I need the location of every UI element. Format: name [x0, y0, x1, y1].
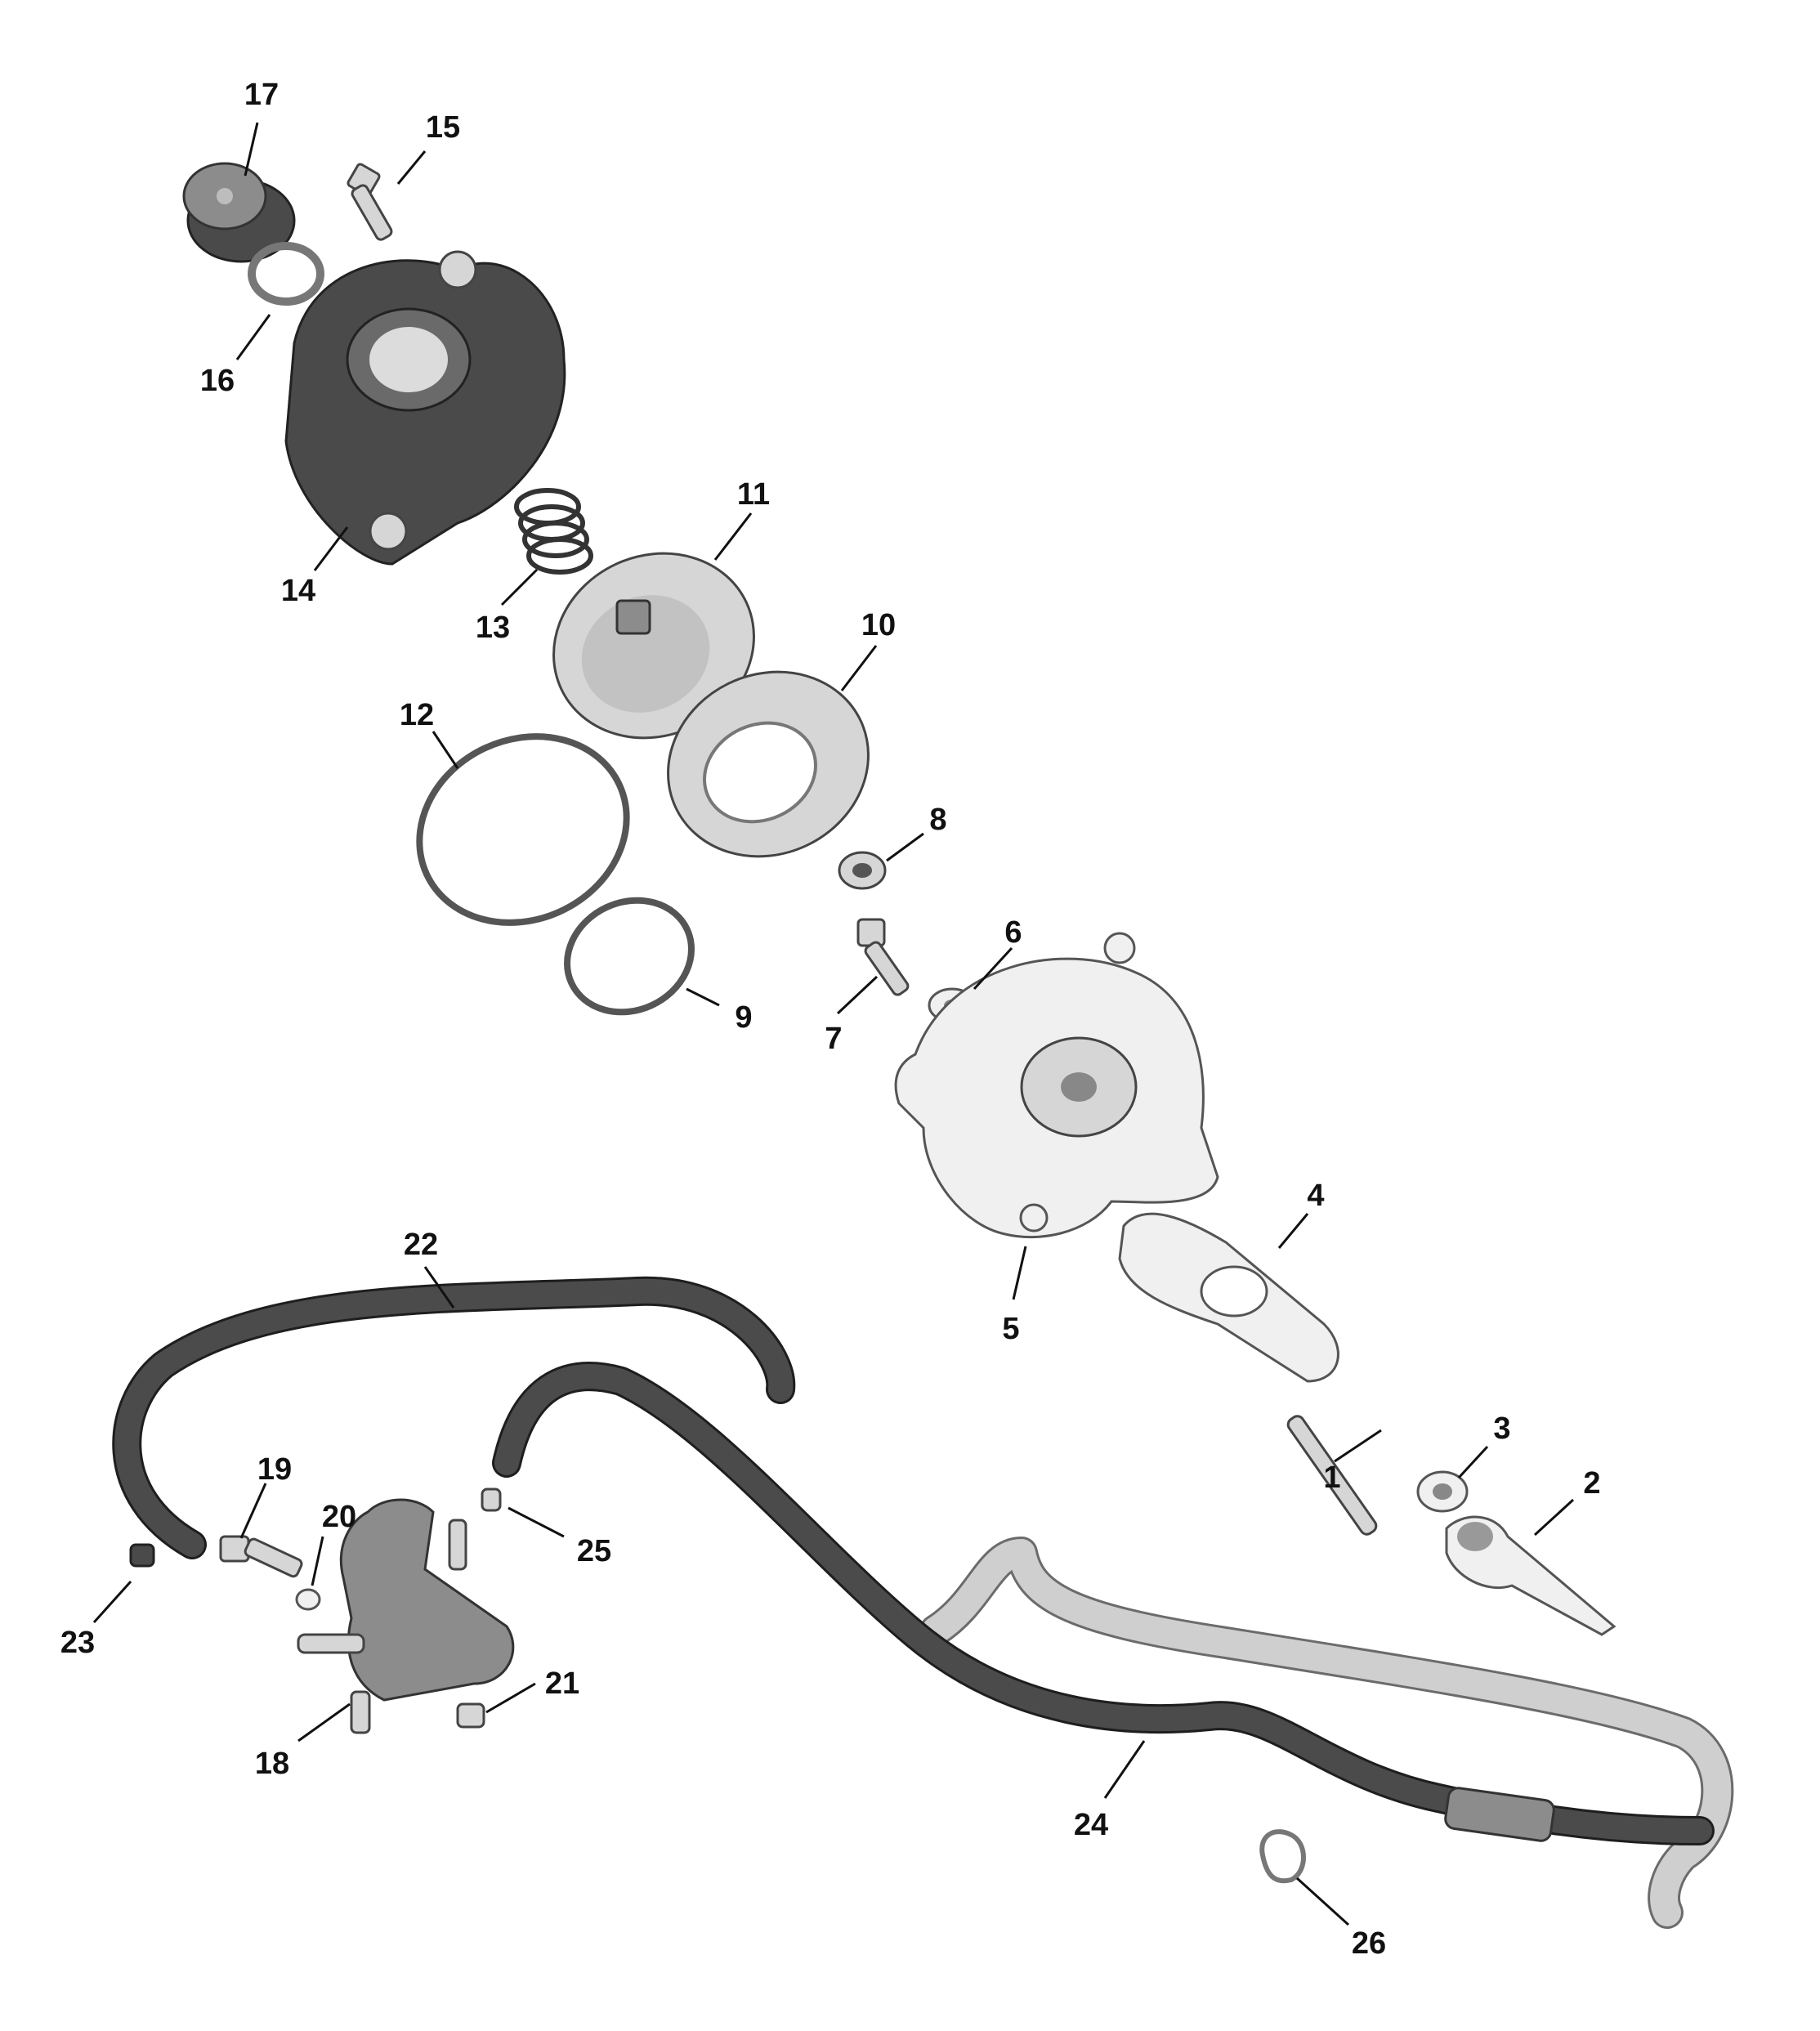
callout-20: 20: [322, 1500, 356, 1534]
callout-12: 12: [400, 698, 434, 732]
callout-22: 22: [404, 1228, 438, 1262]
callout-25: 25: [577, 1534, 611, 1568]
part-1-pin: [1286, 1415, 1378, 1536]
callout-2: 2: [1583, 1466, 1600, 1501]
leader-lines: [92, 122, 1575, 1926]
part-14-cover: [284, 250, 566, 566]
callout-15: 15: [426, 110, 460, 145]
callout-13: 13: [476, 611, 510, 645]
hose-22: [112, 1276, 796, 1559]
part-17-cap: [182, 162, 296, 263]
part-21-nut: [456, 1702, 485, 1729]
callout-10: 10: [861, 608, 896, 642]
callout-labels: 1 2 3 4 5 6 7 8 9 10 11 12 13 14 15 16 1…: [60, 78, 1601, 1961]
callout-24: 24: [1074, 1808, 1108, 1842]
part-3-washer: [1416, 1470, 1469, 1513]
callout-16: 16: [200, 364, 235, 398]
part-25-connector: [481, 1487, 502, 1512]
callout-17: 17: [244, 78, 279, 112]
part-16-o-ring: [248, 242, 324, 306]
callout-3: 3: [1493, 1411, 1510, 1446]
part-10-seat: [667, 670, 870, 858]
part-9-o-ring: [564, 897, 695, 1016]
hose-24-light: [919, 1537, 1734, 1929]
part-7-screw: [856, 918, 910, 996]
part-5-body: [894, 932, 1219, 1239]
callout-18: 18: [255, 1747, 289, 1781]
inline-filter: [1444, 1787, 1555, 1842]
part-12-o-ring: [416, 733, 630, 926]
callout-21: 21: [545, 1666, 579, 1701]
part-15-bolt: [347, 163, 393, 241]
callout-5: 5: [1002, 1312, 1019, 1346]
callout-14: 14: [281, 574, 315, 608]
part-11-diaphragm: [552, 552, 755, 740]
part-2-fitting: [1445, 1515, 1617, 1636]
part-26-clamp: [1259, 1829, 1306, 1884]
callout-6: 6: [1004, 915, 1022, 950]
part-13-spring: [514, 488, 593, 575]
callout-1: 1: [1323, 1461, 1340, 1495]
part-20-washer: [295, 1588, 321, 1611]
callout-8: 8: [929, 803, 946, 837]
callout-7: 7: [825, 1022, 842, 1056]
part-8-bushing: [838, 851, 887, 890]
callout-4: 4: [1307, 1179, 1324, 1213]
callout-9: 9: [735, 1000, 752, 1035]
callout-11: 11: [737, 477, 770, 512]
part-4-gasket: [1118, 1212, 1339, 1383]
callout-23: 23: [60, 1626, 95, 1660]
part-18-valve: [297, 1498, 515, 1734]
part-19-bolt: [219, 1535, 303, 1578]
part-23-cap: [129, 1543, 155, 1568]
callout-19: 19: [257, 1452, 292, 1487]
callout-26: 26: [1352, 1926, 1386, 1961]
